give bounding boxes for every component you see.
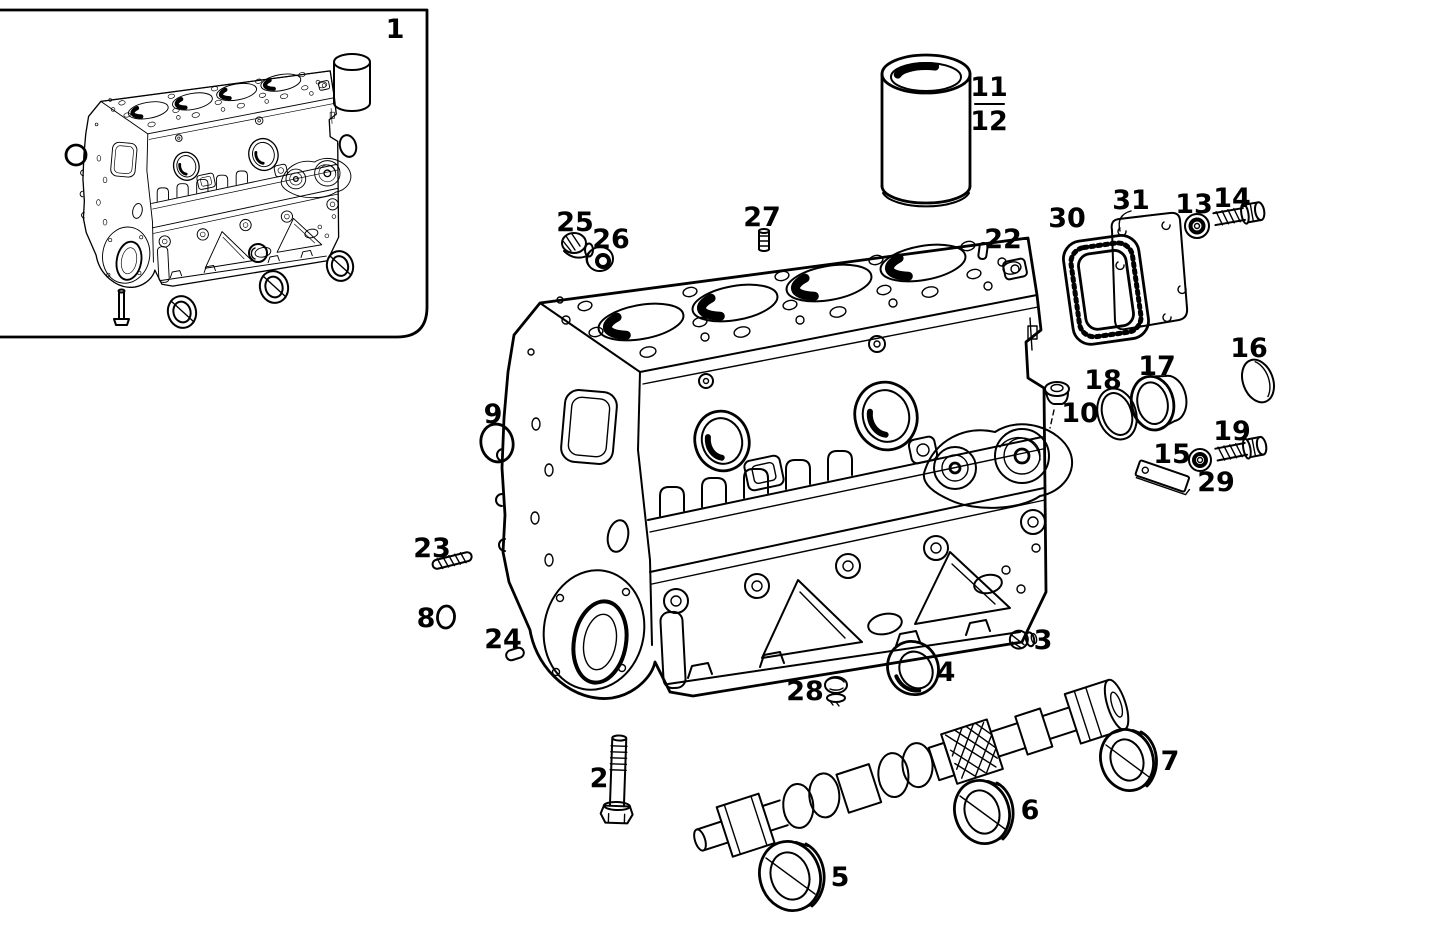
callout-9: 9 (484, 399, 503, 430)
callout-24: 24 (484, 624, 522, 655)
callout-3: 3 (1034, 625, 1053, 656)
callout-30: 30 (1048, 203, 1086, 234)
inset-border (0, 8, 429, 339)
callout-labels: 1 2 3 4 5 6 7 8 9 10 11 12 13 14 15 16 1… (386, 14, 1268, 893)
part-bolt-14 (1212, 201, 1266, 227)
part-cover-31 (1110, 210, 1189, 331)
part-plug-3 (1008, 629, 1038, 650)
part-bearing-bush-6 (953, 779, 1015, 845)
callout-22: 22 (984, 224, 1022, 255)
part-pin-22 (977, 241, 989, 261)
callout-10: 10 (1061, 398, 1099, 429)
part-oring-18 (1096, 387, 1138, 441)
callout-12: 12 (970, 106, 1008, 137)
part-key-24 (505, 646, 525, 662)
part-cylinder-liner (880, 53, 972, 208)
inset-oval-plug (338, 134, 358, 158)
part-ring-9 (479, 422, 515, 464)
callout-27: 27 (743, 202, 781, 233)
callout-2: 2 (590, 763, 609, 794)
part-plug-16 (1241, 358, 1275, 404)
part-washer-29 (1188, 448, 1212, 472)
callout-28: 28 (786, 676, 824, 707)
part-camshaft (693, 678, 1130, 858)
callout-29: 29 (1197, 467, 1235, 498)
callout-17: 17 (1138, 351, 1176, 382)
inset-bolt (113, 288, 130, 326)
part-cup-17 (1129, 374, 1188, 432)
part-bearing-bush-5 (758, 840, 826, 912)
callout-16: 16 (1230, 333, 1268, 364)
part-plug-8 (436, 604, 456, 630)
part-plug-10 (1044, 381, 1070, 429)
callout-6: 6 (1021, 795, 1040, 826)
part-plate-15 (1134, 459, 1191, 496)
callout-5: 5 (831, 862, 850, 893)
callout-14: 14 (1213, 183, 1251, 214)
inset-round-seal (248, 243, 268, 263)
callout-1: 1 (386, 14, 405, 45)
inset-sealing-ring (64, 143, 88, 167)
callout-8: 8 (417, 603, 436, 634)
part-grommet-26 (585, 245, 614, 273)
callout-25: 25 (556, 207, 594, 238)
callout-26: 26 (592, 224, 630, 255)
part-bolt-19 (1214, 435, 1268, 462)
engine-block-main (496, 238, 1072, 699)
callout-7: 7 (1161, 746, 1180, 777)
inset-short-block (80, 71, 351, 287)
callout-13: 13 (1175, 189, 1213, 220)
callout-18: 18 (1084, 365, 1122, 396)
part-seal-ring-4 (886, 640, 940, 696)
part-plug-28 (824, 676, 848, 707)
callout-15: 15 (1153, 439, 1191, 470)
inset-panel (0, 8, 429, 339)
callout-4: 4 (937, 657, 956, 688)
inset-cylinder-slug (333, 53, 371, 112)
part-bearing-bush-7 (1099, 728, 1158, 792)
part-pin-27 (758, 228, 770, 252)
part-gasket-30 (1062, 234, 1150, 346)
leader-line-31 (1118, 210, 1132, 232)
callout-23: 23 (413, 533, 451, 564)
callout-31: 31 (1112, 185, 1150, 216)
callout-11: 11 (970, 72, 1008, 103)
inset-bearing-shells (166, 250, 355, 329)
callout-19: 19 (1213, 416, 1251, 447)
part-washer-13 (1184, 213, 1210, 239)
part-bolt-2 (599, 734, 634, 825)
part-stud-23 (431, 551, 473, 570)
